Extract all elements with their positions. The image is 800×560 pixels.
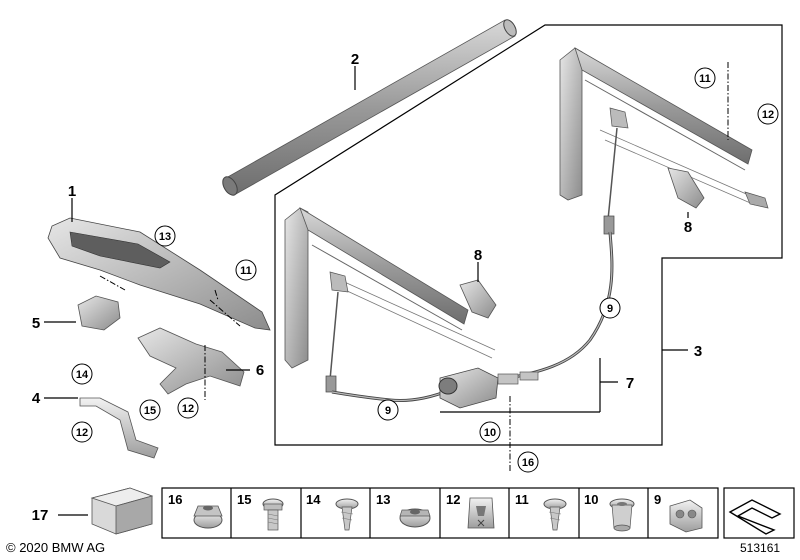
circled-part-labels: 13 11 12 14 12 15 9 10 16 11 12 9 — [71, 67, 779, 473]
circle-label-9-left: 9 — [377, 399, 399, 421]
svg-text:11: 11 — [240, 265, 252, 277]
svg-text:11: 11 — [699, 73, 711, 85]
svg-text:12: 12 — [182, 403, 194, 415]
legend-num-10: 10 — [584, 492, 598, 507]
circle-label-13: 13 — [154, 225, 176, 247]
svg-text:13: 13 — [159, 231, 171, 243]
legend-num-14: 14 — [306, 492, 321, 507]
support-bracket — [137, 327, 250, 400]
flange-nut-icon — [193, 505, 223, 529]
label-part-5: 5 — [32, 315, 40, 332]
svg-text:9: 9 — [385, 405, 391, 417]
circle-label-16: 16 — [517, 451, 539, 473]
torx-bolt-icon — [262, 498, 284, 531]
label-part-2: 2 — [351, 51, 359, 68]
legend-num-13: 13 — [376, 492, 390, 507]
right-window-frame — [559, 47, 769, 235]
circle-label-14: 14 — [71, 363, 93, 385]
screw-icon — [543, 498, 567, 531]
direction-arrow-box — [723, 487, 795, 539]
label-part-3: 3 — [694, 343, 702, 360]
label-part-8-right: 8 — [684, 219, 692, 236]
label-part-6: 6 — [256, 362, 264, 379]
part-number-labels: 1 2 3 4 5 6 7 8 8 — [32, 51, 702, 407]
clip-nut-icon — [467, 497, 495, 529]
legend-num-9: 9 — [654, 492, 661, 507]
label-part-1: 1 — [68, 183, 76, 200]
svg-text:12: 12 — [76, 427, 88, 439]
screw-icon — [335, 498, 359, 531]
label-part-8-left: 8 — [474, 247, 482, 264]
svg-text:15: 15 — [144, 405, 156, 417]
circle-label-12-lower: 12 — [71, 421, 93, 443]
circle-label-9-right: 9 — [599, 297, 621, 319]
svg-text:14: 14 — [76, 369, 89, 381]
grommet-icon — [609, 498, 635, 532]
legend-num-12: 12 — [446, 492, 460, 507]
left-window-frame — [284, 207, 496, 393]
fastener-legend: 16 15 14 13 — [161, 487, 719, 539]
legend-num-15: 15 — [237, 492, 251, 507]
svg-text:9: 9 — [607, 303, 613, 315]
trim-panel — [47, 198, 271, 331]
legend-num-16: 16 — [168, 492, 182, 507]
document-number: 513161 — [740, 541, 781, 555]
mounting-bracket — [44, 295, 121, 331]
svg-text:16: 16 — [522, 457, 534, 469]
bracket-parts — [459, 167, 705, 319]
roller-blind-tube — [222, 19, 517, 196]
strap-bracket — [44, 397, 159, 459]
assembly-outline — [274, 24, 783, 446]
circle-label-10: 10 — [479, 421, 501, 443]
copyright-text: © 2020 BMW AG — [6, 540, 106, 555]
label-part-17: 17 — [32, 507, 49, 524]
circle-label-11-right: 11 — [694, 67, 716, 89]
cable-clip-icon — [669, 499, 703, 533]
label-part-7: 7 — [626, 375, 634, 392]
circle-label-12-left: 12 — [177, 397, 199, 419]
label-part-4: 4 — [32, 390, 41, 407]
svg-text:12: 12 — [762, 109, 774, 121]
circle-label-12-right: 12 — [757, 103, 779, 125]
legend-num-11: 11 — [515, 492, 529, 507]
kit-box: 17 — [32, 487, 154, 535]
circle-label-11-left: 11 — [235, 259, 257, 281]
circle-label-15: 15 — [139, 399, 161, 421]
hex-nut-icon — [399, 508, 431, 528]
svg-text:10: 10 — [484, 427, 496, 439]
